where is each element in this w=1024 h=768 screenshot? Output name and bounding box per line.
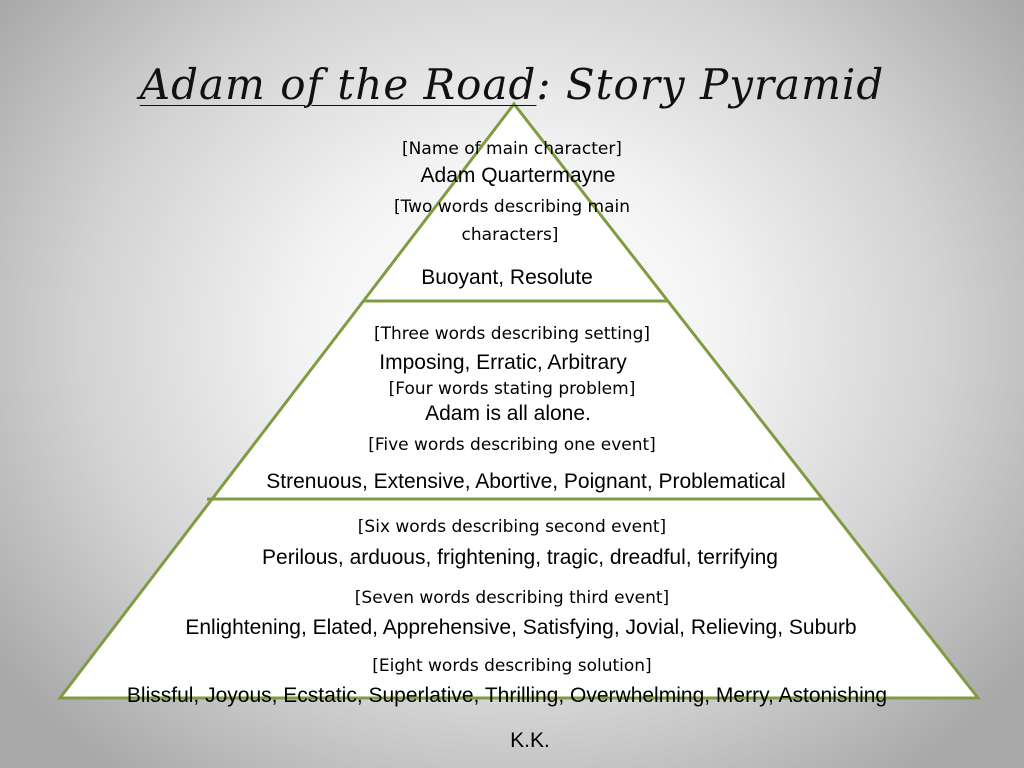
- title-rest: : Story Pyramid: [536, 60, 885, 109]
- answer-problem: Adam is all alone.: [425, 402, 591, 425]
- prompt-event-three: [Seven words describing third event]: [354, 588, 670, 608]
- answer-character-traits: Buoyant, Resolute: [421, 266, 593, 289]
- author-initials: K.K.: [510, 729, 550, 752]
- answer-main-character: Adam Quartermayne: [420, 164, 616, 187]
- prompt-character-traits-line1: [Two words describing main: [393, 197, 631, 217]
- answer-solution: Blissful, Joyous, Ecstatic, Superlative,…: [126, 684, 888, 707]
- answer-event-three: Enlightening, Elated, Apprehensive, Sati…: [185, 616, 857, 639]
- prompt-main-character: [Name of main character]: [402, 139, 622, 159]
- prompt-solution: [Eight words describing solution]: [372, 656, 652, 676]
- slide-title: Adam of the Road: Story Pyramid: [0, 60, 1024, 109]
- prompt-character-traits-line2: characters]: [461, 225, 559, 245]
- answer-event-two: Perilous, arduous, frightening, tragic, …: [262, 546, 778, 569]
- prompt-event-one: [Five words describing one event]: [368, 435, 656, 455]
- prompt-event-two: [Six words describing second event]: [357, 517, 667, 537]
- answer-setting: Imposing, Erratic, Arbitrary: [379, 351, 627, 374]
- title-book-name: Adam of the Road: [139, 60, 537, 109]
- prompt-setting: [Three words describing setting]: [374, 324, 650, 344]
- answer-event-one: Strenuous, Extensive, Abortive, Poignant…: [266, 470, 786, 493]
- prompt-problem: [Four words stating problem]: [388, 379, 636, 399]
- pyramid-triangle: [56, 101, 982, 700]
